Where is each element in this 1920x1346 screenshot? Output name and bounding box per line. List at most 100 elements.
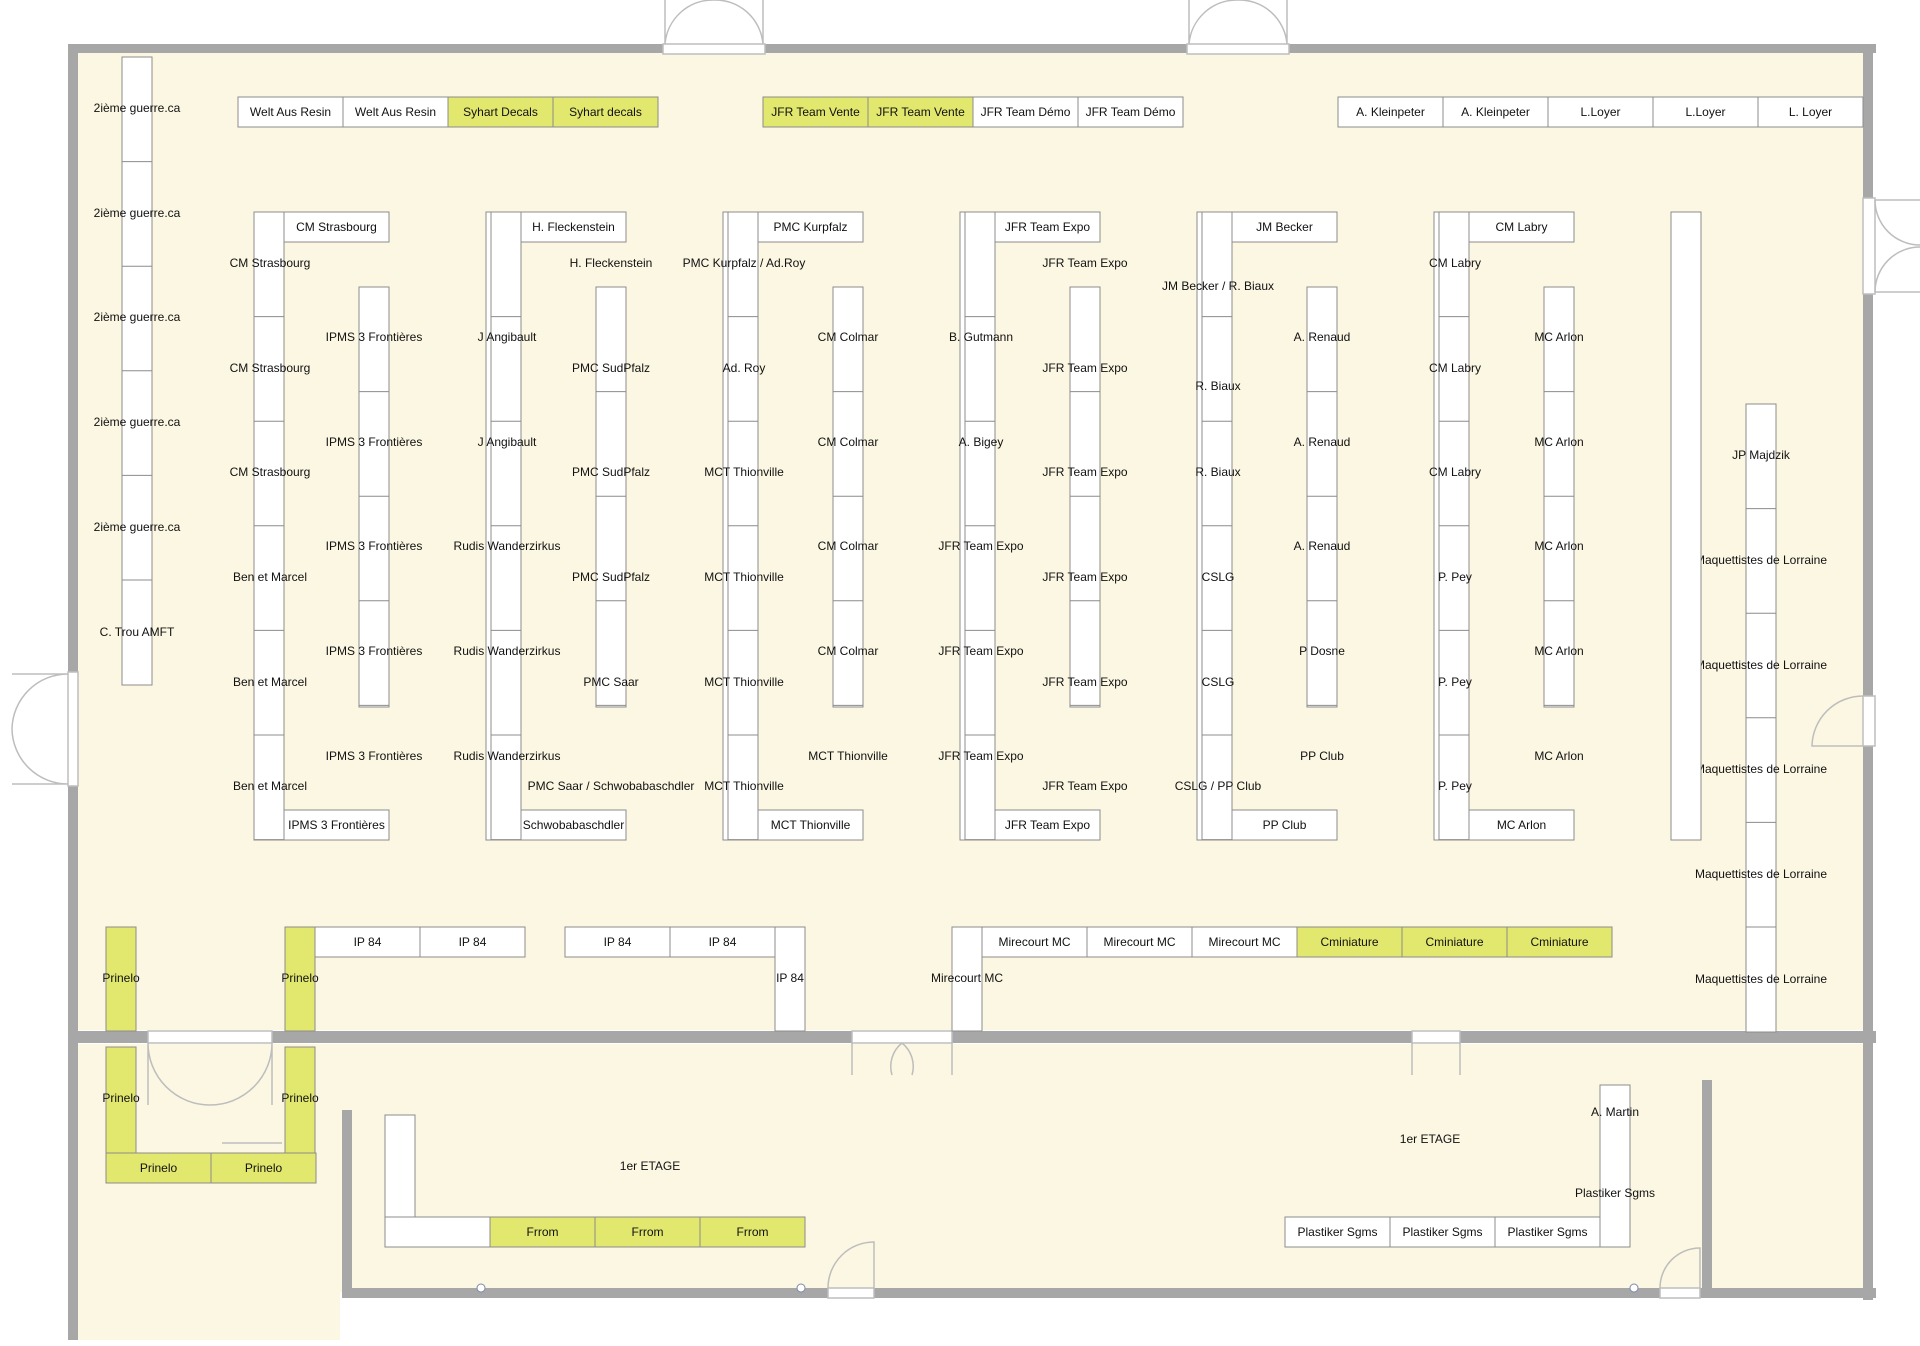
ilot-5-left-label-2: R. Biaux <box>1195 379 1240 393</box>
ilot-5-left-label-3: R. Biaux <box>1195 465 1240 479</box>
right-column-label-1: JP Majdzik <box>1732 448 1791 462</box>
ilot-6-right-label-4: MC Arlon <box>1534 644 1583 658</box>
top-row-table-4 <box>552 96 659 128</box>
ilot-2-right-label-6: PMC Saar / Schwobabaschdler <box>528 779 695 793</box>
ilot-5-right-label-4: P Dosne <box>1299 644 1345 658</box>
ilot-3-left-label-4: MCT Thionville <box>704 570 784 584</box>
right-column-label-6: Maquettistes de Lorraine <box>1695 972 1827 986</box>
ilot-3-left-label-5: MCT Thionville <box>704 675 784 689</box>
ilot-4-right-label-1: JFR Team Expo <box>1042 256 1127 270</box>
plastiker-vertical <box>1599 1084 1631 1248</box>
door-bottom-right-swing <box>1659 1247 1701 1289</box>
frrom-1-label: Frrom <box>527 1225 559 1239</box>
ilot-4-left-label-5: JFR Team Expo <box>938 749 1023 763</box>
ilot-4-top-table-label: JFR Team Expo <box>1005 220 1090 234</box>
ilot-5-right-label-3: A. Renaud <box>1294 539 1351 553</box>
ilot-2-right-label-3: PMC SudPfalz <box>572 465 650 479</box>
marker-1 <box>476 1283 486 1293</box>
ilot-3-inner-column <box>832 286 864 708</box>
ilot-1-inner-column <box>358 286 390 708</box>
ilot-6-left-label-6: P. Pey <box>1438 779 1472 793</box>
door-bottom-center-swing <box>827 1241 875 1289</box>
ilot-2-right-label-2: PMC SudPfalz <box>572 361 650 375</box>
wall-middle <box>68 1031 1876 1043</box>
top-row-table-11 <box>1547 96 1654 128</box>
ilot-5-right-label-1: A. Renaud <box>1294 330 1351 344</box>
frrom-3 <box>699 1216 806 1248</box>
prinelo-main-1-label: Prinelo <box>102 971 140 985</box>
ilot-5-left-label-1: JM Becker / R. Biaux <box>1162 279 1274 293</box>
ilot-5-left-label-5: CSLG <box>1202 675 1235 689</box>
left-column-label-1: 2ième guerre.ca <box>94 101 181 115</box>
right-column-label-5: Maquettistes de Lorraine <box>1695 867 1827 881</box>
door-middle-center-swing <box>851 1042 953 1076</box>
ip84-b-3-label: IP 84 <box>776 971 804 985</box>
cminiature-3-label: Cminiature <box>1530 935 1588 949</box>
ilot-3-right-label-5: MCT Thionville <box>808 749 888 763</box>
plastiker-3 <box>1494 1216 1601 1248</box>
ilot-6-bottom-table <box>1468 809 1575 841</box>
ilot-6-right-column <box>1670 211 1702 841</box>
wall-lower-inner-left <box>342 1110 352 1298</box>
ilot-1-left-label-4: Ben et Marcel <box>233 570 307 584</box>
ilot-6-inner-column <box>1543 286 1575 708</box>
door-middle-left <box>147 1030 273 1044</box>
door-middle-left-swing <box>147 1042 282 1144</box>
door-top-left-swing <box>664 0 764 45</box>
ilot-1-left-label-2: CM Strasbourg <box>230 361 311 375</box>
floor-label-left: 1er ETAGE <box>620 1159 680 1173</box>
top-row-table-13 <box>1757 96 1864 128</box>
top-row-table-3 <box>447 96 554 128</box>
plastiker-2 <box>1389 1216 1496 1248</box>
ilot-3-bottom-table <box>757 809 864 841</box>
ip84-b-2 <box>669 926 776 958</box>
ilot-2-right-label-1: H. Fleckenstein <box>570 256 653 270</box>
ilot-3-top-table <box>757 211 864 243</box>
ilot-5-left-label-6: CSLG / PP Club <box>1175 779 1262 793</box>
mirecourt-2-label: Mirecourt MC <box>998 935 1070 949</box>
ilot-2-right-label-4: PMC SudPfalz <box>572 570 650 584</box>
plastiker-1-label: Plastiker Sgms <box>1297 1225 1377 1239</box>
ilot-4-left-label-1: B. Gutmann <box>949 330 1013 344</box>
cminiature-2 <box>1401 926 1508 958</box>
plastiker-3-label: Plastiker Sgms <box>1507 1225 1587 1239</box>
ilot-6-left-label-5: P. Pey <box>1438 675 1472 689</box>
ilot-1-right-label-4: IPMS 3 Frontières <box>326 644 423 658</box>
ilot-2-top-table-label: H. Fleckenstein <box>532 220 615 234</box>
plastiker-1 <box>1284 1216 1391 1248</box>
ilot-3-top-table-label: PMC Kurpfalz <box>773 220 847 234</box>
plastiker-4-label: Plastiker Sgms <box>1575 1186 1655 1200</box>
ilot-4-right-label-5: JFR Team Expo <box>1042 675 1127 689</box>
ilot-5-right-label-5: PP Club <box>1300 749 1344 763</box>
top-row-table-2-label: Welt Aus Resin <box>355 105 436 119</box>
ilot-1-top-table <box>283 211 390 243</box>
door-left <box>67 671 79 787</box>
ilot-5-left-label-4: CSLG <box>1202 570 1235 584</box>
ilot-2-top-table <box>520 211 627 243</box>
frrom-1 <box>489 1216 596 1248</box>
ilot-4-bottom-table-label: JFR Team Expo <box>1005 818 1090 832</box>
ilot-2-left-label-2: J Angibault <box>478 435 537 449</box>
door-left-swing <box>11 673 69 785</box>
door-middle-right-swing <box>1411 1043 1461 1075</box>
prinelo-lower-1-label: Prinelo <box>102 1091 140 1105</box>
ilot-6-right-label-5: MC Arlon <box>1534 749 1583 763</box>
top-row-table-9 <box>1337 96 1444 128</box>
ilot-3-left-label-6: MCT Thionville <box>704 779 784 793</box>
ilot-2-bottom-table <box>520 809 627 841</box>
prinelo-lower-4-label: Prinelo <box>245 1161 283 1175</box>
top-row-table-8-label: JFR Team Démo <box>1086 105 1176 119</box>
prinelo-lower-2-label: Prinelo <box>281 1091 319 1105</box>
prinelo-lower-3 <box>105 1152 212 1184</box>
ilot-4-bottom-table <box>994 809 1101 841</box>
left-column-label-6: C. Trou AMFT <box>100 625 175 639</box>
ilot-5-inner-column <box>1306 286 1338 708</box>
frrom-2 <box>594 1216 701 1248</box>
ilot-1-right-label-3: IPMS 3 Frontières <box>326 539 423 553</box>
ip84-b-3 <box>774 926 806 1032</box>
cminiature-1-label: Cminiature <box>1320 935 1378 949</box>
ilot-5-top-table <box>1231 211 1338 243</box>
ilot-2-right-label-5: PMC Saar <box>583 675 638 689</box>
